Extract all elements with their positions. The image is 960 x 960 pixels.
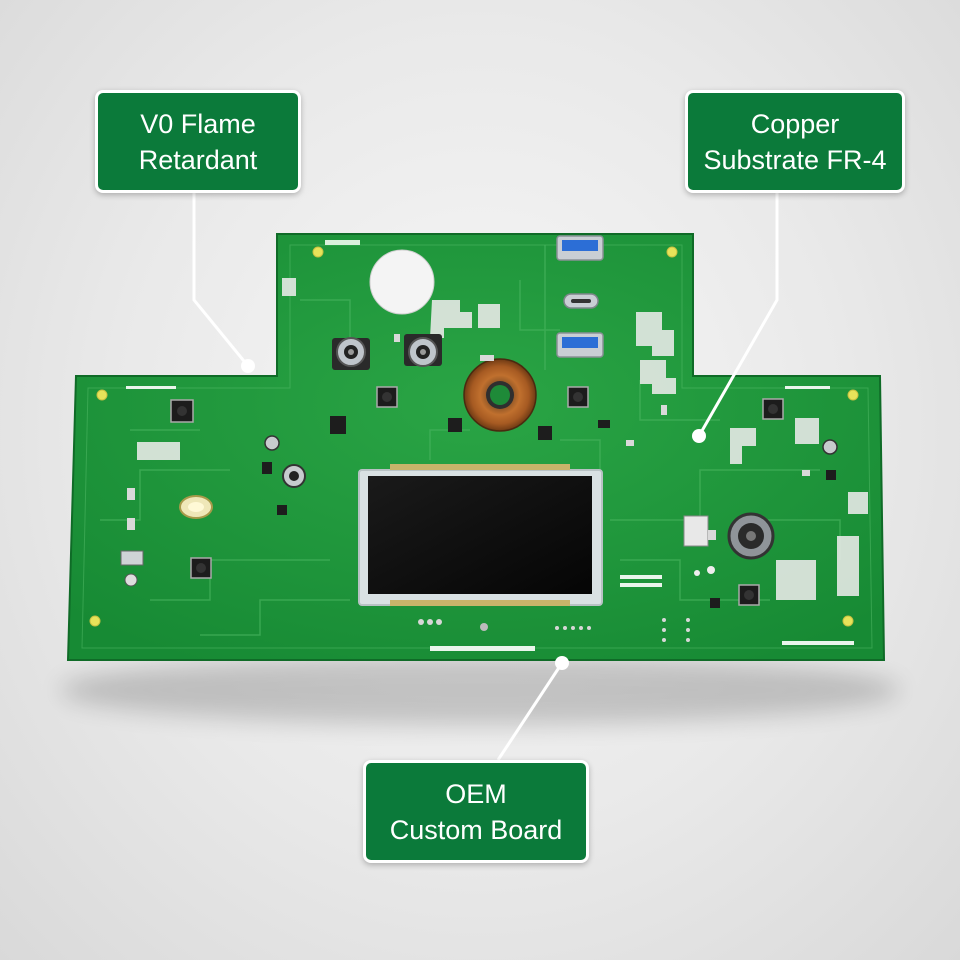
smd-components: [127, 334, 810, 540]
cutout-circle: [369, 249, 435, 315]
tact-switch-icon: [738, 584, 760, 606]
usb-c-port-icon: [563, 293, 599, 309]
callout-oem-custom-board: OEM Custom Board: [363, 760, 589, 863]
callout-text-line2: Substrate FR-4: [703, 144, 887, 175]
usb-a-port-icon: [556, 235, 604, 261]
capacitor-icon: [264, 435, 280, 451]
connector-icon: [683, 515, 709, 547]
usb-a-port-icon: [556, 332, 604, 358]
board-inner-outline: [81, 244, 873, 649]
buzzer-icon: [179, 495, 213, 519]
lcd-display-icon: [358, 464, 603, 606]
callout-text-line2: Custom Board: [389, 814, 563, 845]
tact-switch-icon: [190, 557, 212, 579]
leader-endpoints: [241, 359, 706, 670]
silkscreen-marking: [325, 240, 360, 245]
tact-switch-icon: [567, 386, 589, 408]
capacitor-icon: [822, 439, 838, 455]
callout-text-line1: V0 Flame: [140, 108, 256, 139]
mounting-holes: [89, 246, 859, 627]
callout-leaders: [192, 193, 779, 761]
callout-v0-flame-retardant: V0 Flame Retardant: [95, 90, 301, 193]
led-icon: [124, 573, 138, 587]
tact-switch-icon: [762, 398, 784, 420]
micro-usb-icon: [120, 550, 144, 566]
barrel-jack-icon: [727, 512, 775, 560]
rca-jack-icon: [404, 334, 442, 367]
tact-switch-icon: [376, 386, 398, 408]
tact-switch-icon: [170, 399, 194, 423]
toroid-inductor-icon: [463, 358, 537, 432]
capacitor-icon: [282, 464, 306, 488]
ic-chips: [262, 416, 836, 608]
test-pads: [418, 566, 715, 642]
silkscreen-pads: [137, 278, 868, 600]
callout-text-line2: Retardant: [138, 144, 258, 175]
board-shadow: [60, 655, 900, 725]
rca-jack-icon: [332, 337, 370, 370]
silkscreen-stripes: [126, 386, 854, 651]
callout-text-line1: OEM: [445, 778, 507, 809]
callout-text-line1: Copper: [750, 108, 840, 139]
pcb-board: [66, 233, 886, 661]
callout-copper-substrate: Copper Substrate FR-4: [685, 90, 905, 193]
